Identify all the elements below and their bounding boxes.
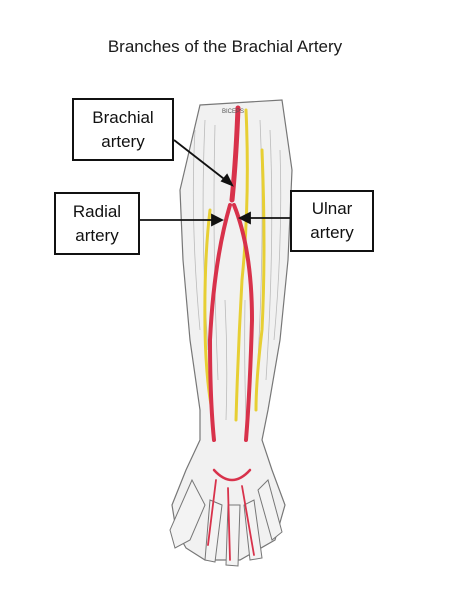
diagram-title: Branches of the Brachial Artery bbox=[107, 37, 343, 56]
brachial-pointer bbox=[173, 139, 229, 183]
ulnar-artery-label: Ulnar artery bbox=[290, 190, 374, 252]
pointer-lines bbox=[140, 139, 290, 227]
ulnar-nerve bbox=[254, 148, 266, 412]
radial-nerve bbox=[203, 208, 214, 412]
biceps-tag: BICEPS bbox=[222, 109, 245, 115]
radial-artery bbox=[207, 203, 232, 442]
radial-artery-label: Radial artery bbox=[54, 192, 140, 255]
arteries bbox=[207, 105, 255, 561]
ulnar-artery bbox=[232, 203, 255, 442]
brachial-artery-label: Brachial artery bbox=[72, 98, 174, 161]
nerves bbox=[203, 108, 266, 422]
median-nerve bbox=[234, 108, 249, 422]
hand-outline bbox=[169, 478, 283, 567]
brachial-artery bbox=[229, 105, 241, 203]
palmar-arch bbox=[212, 468, 252, 482]
